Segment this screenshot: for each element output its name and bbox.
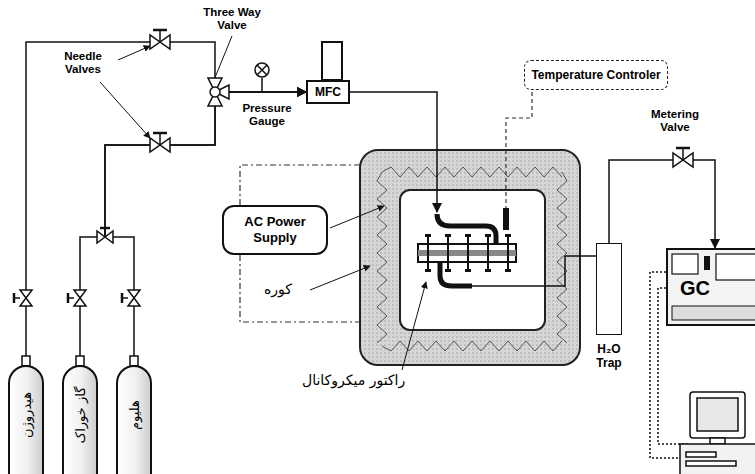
pressure-gauge xyxy=(255,63,269,77)
microchannel-reactor xyxy=(428,236,508,270)
metering-valve xyxy=(682,148,684,160)
microchannel-reactor xyxy=(485,234,491,237)
microchannel-reactor xyxy=(445,234,451,237)
gas-line xyxy=(26,42,306,365)
gas-line xyxy=(609,160,715,248)
mfc-housing xyxy=(322,42,342,80)
three-way-valve xyxy=(210,87,220,97)
cylinder-valve xyxy=(121,293,124,303)
pressure-gauge xyxy=(255,63,269,92)
node-label: H₂O Trap xyxy=(589,342,629,371)
gas-line xyxy=(350,92,604,322)
computer xyxy=(710,438,725,444)
pressure-gauge xyxy=(257,65,267,75)
gas-cylinder: هلیوم xyxy=(116,365,152,474)
cylinder-valve xyxy=(100,227,110,230)
microchannel-reactor xyxy=(418,234,516,272)
callout-label: Metering Valve xyxy=(640,108,710,134)
needle-valve xyxy=(159,133,161,145)
gas-cylinder: گاز خوراک xyxy=(62,365,98,474)
microchannel-reactor xyxy=(467,236,469,270)
computer xyxy=(686,452,716,457)
callout-label: Three Way Valve xyxy=(196,6,268,32)
microchannel-reactor xyxy=(425,234,511,272)
gc-panel xyxy=(704,256,710,270)
power-wire xyxy=(240,255,360,322)
cylinder-valve xyxy=(104,228,106,237)
node-label: هلیوم xyxy=(127,400,142,430)
water-trap: H₂O Trap xyxy=(596,243,622,335)
microchannel-reactor xyxy=(427,236,429,270)
power-arrow xyxy=(330,206,384,228)
computer xyxy=(690,392,745,438)
cylinder-valve xyxy=(13,293,16,303)
needle-valve xyxy=(153,29,167,32)
leader-line xyxy=(118,46,150,60)
furnace-label: کوره xyxy=(262,281,294,297)
gc-instrument: GC xyxy=(666,248,755,326)
needle-valve xyxy=(159,30,161,42)
node-label: GC xyxy=(680,278,710,298)
microchannel-reactor xyxy=(465,269,471,272)
computer xyxy=(680,444,755,474)
gas-cylinder: هیدروژن xyxy=(8,365,44,474)
three-way-valve xyxy=(208,78,229,106)
cylinder-valve xyxy=(14,228,140,306)
microchannel-reactor xyxy=(445,269,451,272)
leader-line xyxy=(402,282,426,370)
pressure-gauge xyxy=(261,78,263,92)
gas-line xyxy=(472,256,604,322)
gc-panel xyxy=(716,254,755,280)
power-wire xyxy=(240,165,360,205)
cylinder-valve xyxy=(67,293,70,303)
node-label: AC Power Supply xyxy=(235,214,315,245)
metering-valve xyxy=(676,147,690,150)
pressure-gauge xyxy=(257,65,267,75)
heating-coil xyxy=(377,167,567,351)
microchannel-reactor xyxy=(507,236,509,270)
leader-line xyxy=(100,82,150,138)
furnace xyxy=(400,190,545,330)
computer xyxy=(697,398,738,431)
microchannel-reactor xyxy=(425,234,431,237)
leader-line xyxy=(214,36,232,80)
microchannel-reactor xyxy=(505,234,511,237)
thermocouple xyxy=(503,208,509,230)
node-label: Temperature Controler xyxy=(531,68,660,82)
gc-panel xyxy=(672,306,755,320)
cylinder-valve xyxy=(20,290,32,306)
leader-line xyxy=(100,36,426,370)
gas-line xyxy=(350,92,437,212)
cylinder-valve xyxy=(74,290,86,306)
mfc-box: MFC xyxy=(306,80,350,104)
heating-coil xyxy=(377,167,567,351)
node-label: گاز خوراک xyxy=(73,387,88,444)
computer xyxy=(686,461,736,466)
microchannel-reactor xyxy=(485,269,491,272)
reactor-label: راکتور میکروکانال xyxy=(300,372,407,388)
controller-box: Temperature Controler xyxy=(524,60,668,90)
microchannel-reactor xyxy=(465,234,471,237)
microchannel-reactor xyxy=(505,269,511,272)
callout-label: Pressure Gauge xyxy=(234,102,300,128)
leader-line xyxy=(310,266,370,290)
needle-valve xyxy=(150,30,170,152)
gc-panel xyxy=(672,254,698,274)
furnace xyxy=(360,150,580,365)
furnace xyxy=(360,150,580,365)
callout-label: Needle Valves xyxy=(50,50,116,76)
node-label: MFC xyxy=(315,85,341,99)
microchannel-reactor xyxy=(425,269,431,272)
microchannel-reactor xyxy=(487,236,489,270)
thermocouple xyxy=(503,92,532,230)
node-label: هیدروژن xyxy=(19,392,34,438)
metering-valve xyxy=(673,148,693,167)
thermocouple xyxy=(506,92,532,208)
needle-valve xyxy=(153,132,167,135)
cylinder-valve xyxy=(128,290,140,306)
power-supply-box: AC Power Supply xyxy=(222,205,328,255)
microchannel-reactor xyxy=(447,236,449,270)
